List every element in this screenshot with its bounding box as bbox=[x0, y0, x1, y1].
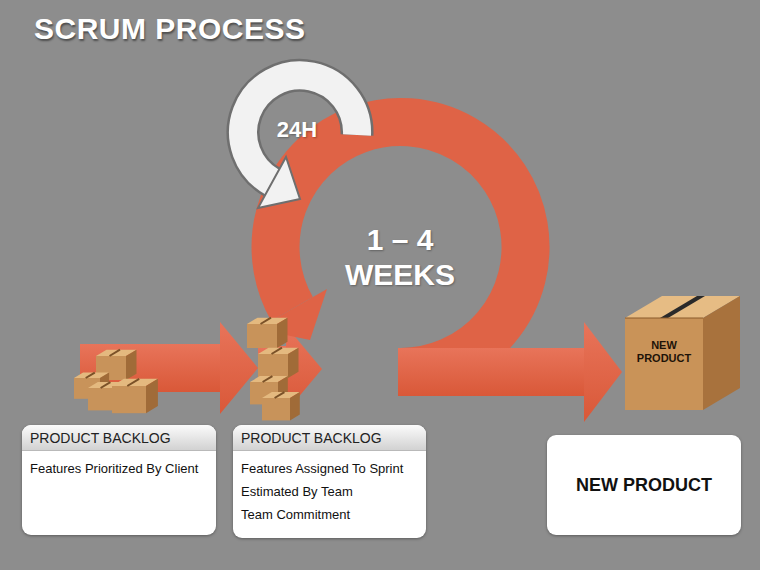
backlog-card: PRODUCT BACKLOG Features Prioritized By C… bbox=[22, 425, 216, 535]
box-part bbox=[126, 350, 137, 380]
cycle-label: 24H bbox=[262, 117, 332, 142]
card-header: PRODUCT BACKLOG bbox=[22, 425, 216, 451]
box-part bbox=[127, 379, 139, 386]
box-part bbox=[290, 392, 300, 420]
card-heading: PRODUCT BACKLOG bbox=[30, 430, 208, 446]
box-part bbox=[86, 373, 95, 378]
box-part bbox=[88, 388, 116, 410]
card-item: Team Commitment bbox=[241, 507, 418, 522]
box-part bbox=[277, 318, 288, 348]
box-part bbox=[101, 382, 111, 388]
card-item: Estimated By Team bbox=[241, 484, 418, 499]
box-part bbox=[247, 324, 277, 348]
card-item: Features Prioritized By Client bbox=[30, 461, 208, 476]
box-part bbox=[288, 348, 299, 378]
backlog-card: PRODUCT BACKLOG Features Assigned To Spri… bbox=[233, 425, 426, 538]
cardboard-boxes bbox=[74, 318, 300, 421]
box-part bbox=[262, 398, 290, 420]
card-body: Features Prioritized By Client bbox=[22, 451, 216, 492]
box-part bbox=[261, 318, 272, 324]
box-part bbox=[275, 392, 285, 398]
sprint-length: 1 – 4 WEEKS bbox=[330, 222, 470, 292]
daily-arrow bbox=[243, 75, 357, 208]
result-card: NEW PRODUCT bbox=[547, 435, 741, 535]
card-item: Features Assigned To Sprint bbox=[241, 461, 418, 476]
box-part bbox=[146, 379, 158, 413]
box-part bbox=[272, 348, 283, 354]
box-part bbox=[258, 354, 288, 378]
box-part bbox=[112, 386, 146, 413]
product-box bbox=[625, 296, 740, 410]
node-text: NEW PRODUCT bbox=[576, 475, 712, 496]
card-body: Features Assigned To SprintEstimated By … bbox=[233, 451, 426, 538]
box-part bbox=[110, 350, 121, 356]
box-label: NEW PRODUCT bbox=[627, 324, 701, 380]
node-text: NEW PRODUCT bbox=[627, 339, 701, 365]
card-heading: PRODUCT BACKLOG bbox=[241, 430, 418, 446]
box-part bbox=[263, 376, 273, 382]
card-header: PRODUCT BACKLOG bbox=[233, 425, 426, 451]
diagram-title: SCRUM PROCESS bbox=[34, 12, 306, 46]
sprint-loop bbox=[257, 122, 622, 422]
